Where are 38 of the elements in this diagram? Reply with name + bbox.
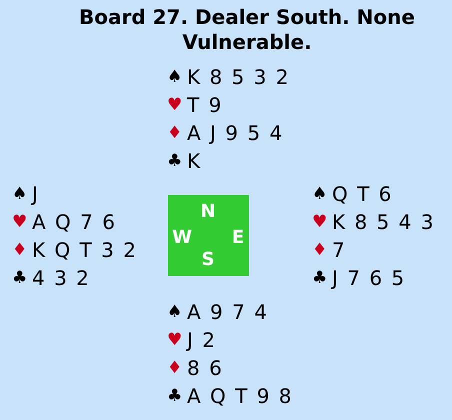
card-ranks: J 7 6 5 (332, 265, 406, 292)
card-ranks: 8 6 (187, 355, 224, 382)
card-ranks: Q T 6 (332, 181, 393, 208)
diamond-symbol: ♦ (312, 239, 328, 262)
heart-symbol: ♥ (312, 211, 328, 234)
diamond-symbol: ♦ (167, 357, 182, 380)
compass-letter: S (202, 250, 214, 270)
club-symbol: ♣ (167, 385, 182, 408)
spade-symbol: ♠ (12, 183, 28, 206)
heart-symbol: ♥ (12, 211, 28, 234)
card-ranks: J 2 (187, 327, 216, 354)
card-ranks: 7 (332, 237, 346, 264)
card-ranks: A Q 7 6 (32, 209, 116, 236)
card-ranks: K (187, 148, 202, 175)
heart-symbol: ♥ (167, 329, 182, 352)
heart-symbol: ♥ (167, 94, 182, 117)
title: Board 27. Dealer South. None Vulnerable. (78, 5, 416, 55)
compass-square (168, 195, 249, 276)
card-ranks: K 8 5 3 2 (187, 64, 290, 91)
club-symbol: ♣ (167, 150, 182, 173)
card-ranks: J (32, 181, 40, 208)
card-ranks: T 9 (187, 92, 223, 119)
card-ranks: K 8 5 4 3 (332, 209, 435, 236)
compass-letter: N (200, 202, 216, 222)
card-ranks: A Q T 9 8 (187, 383, 294, 410)
card-ranks: K Q T 3 2 (32, 237, 138, 264)
club-symbol: ♣ (312, 267, 328, 290)
card-ranks: 4 3 2 (32, 265, 90, 292)
compass-letter: W (172, 228, 192, 248)
spade-symbol: ♠ (312, 183, 328, 206)
spade-symbol: ♠ (167, 301, 182, 324)
card-ranks: A 9 7 4 (187, 299, 268, 326)
diamond-symbol: ♦ (167, 122, 182, 145)
compass-letter: E (232, 228, 244, 248)
spade-symbol: ♠ (167, 66, 182, 89)
card-ranks: A J 9 5 4 (187, 120, 284, 147)
club-symbol: ♣ (12, 267, 28, 290)
diamond-symbol: ♦ (12, 239, 28, 262)
